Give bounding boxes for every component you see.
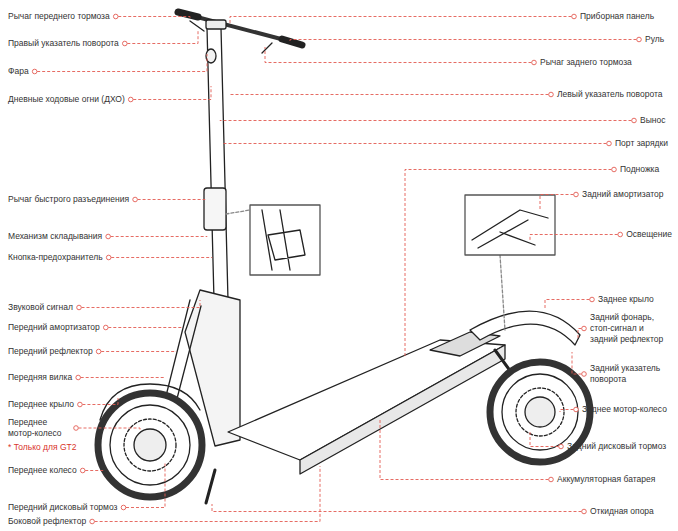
part-label: Дневные ходовые огни (ДХО) [8,94,125,105]
leader-dot [74,426,79,431]
leader-line [560,410,574,413]
leader-dot [574,407,579,412]
part-label: Рычаг быстрого разъединения [8,194,129,205]
leader-dot [103,325,108,330]
leader-dot [632,118,637,123]
leader-dot [80,468,85,473]
leader-line [108,327,182,329]
part-label: Рычаг заднего тормоза [540,57,632,68]
leader-line [578,329,582,339]
leader-dot [76,375,81,380]
part-label: Фара [8,66,29,77]
leader-dot [612,167,617,172]
leader-line [230,94,549,96]
leader-line [212,504,582,512]
leader-dot [96,349,101,354]
leader-dot [113,14,118,19]
part-label: Звуковой сигнал [8,302,73,313]
part-label: Заднее крыло [598,294,654,305]
part-label: Рычаг переднего тормоза [8,11,110,22]
leader-line [230,17,572,25]
leader-line [111,236,207,238]
leader-line [405,170,612,359]
leader-dot [582,372,587,377]
part-label: Задний амортизатор [582,189,664,200]
leader-dot [32,69,37,74]
leader-line [82,398,118,405]
note-text: * Только для GT2 [8,442,76,453]
leader-dot [582,509,587,514]
leader-line [572,352,582,374]
leader-dot [532,60,537,65]
leader-dot [607,141,612,146]
leader-line [530,235,618,241]
leader-line [81,377,165,379]
leader-dot [90,519,95,524]
leader-dot [78,402,83,407]
part-label: Передняя вилка [8,372,72,383]
part-label: Порт зарядки [615,138,668,149]
leader-dot [133,197,138,202]
part-label: Переднее крыло [8,399,74,410]
leader-dot [582,326,587,331]
leader-line [111,257,212,259]
part-label: Руль [645,34,664,45]
leader-dot [122,41,127,46]
part-label: Переднее колесо [8,465,77,476]
leader-line [82,300,201,308]
part-label: Боковой рефлектор [8,516,86,527]
leader-line [126,462,165,508]
leader-line [127,31,198,44]
leader-dot [574,192,579,197]
leader-line [85,470,104,472]
part-label: Переднее мотор-колесо [8,417,70,439]
part-label: Передний рефлектор [8,346,93,357]
part-label: Правый указатель поворота [8,38,119,49]
leader-dot [572,14,577,19]
part-label: Приборная панель [580,11,654,22]
leader-dot [559,444,564,449]
part-label: Задний фонарь, стоп-сигнал и задний рефл… [590,312,668,345]
leader-line [545,300,590,311]
part-label: Задний указатель поворота [590,363,662,385]
part-label: Передний амортизатор [8,322,100,333]
part-label: Аккумуляторная батарея [557,474,655,485]
leader-line [540,195,574,211]
leader-dot [618,232,623,237]
leader-dot [549,477,554,482]
leader-dot [77,305,82,310]
leader-line [530,430,559,447]
leader-line [95,466,320,522]
leader-line [380,418,549,480]
part-label: Передний дисковый тормоз [8,502,117,513]
part-label: Освещение [626,229,672,240]
leader-dot [590,297,595,302]
leader-dot [549,92,554,97]
leader-line [118,17,190,20]
part-label: Механизм складывания [8,231,102,242]
leader-line [222,143,607,145]
leader-line [290,40,637,42]
leader-line [138,199,205,201]
part-label: Кнопка-предохранитель [8,252,103,263]
part-label: Задний дисковый тормоз [567,441,666,452]
leader-dot [128,97,133,102]
leader-line [220,120,632,122]
leader-line [265,47,532,63]
leader-dot [106,234,111,239]
leader-line [133,86,211,100]
part-label: Левый указатель поворота [557,89,663,100]
part-label: Вынос [640,115,665,126]
part-label: Откидная опора [590,506,654,517]
part-label: Подножка [620,164,659,175]
leader-dot [106,255,111,260]
leader-line [79,428,141,430]
part-label: Заднее мотор-колесо [582,404,667,415]
leader-line [37,54,207,72]
leader-dot [121,505,126,510]
leader-dot [637,37,642,42]
leader-line [101,351,176,353]
